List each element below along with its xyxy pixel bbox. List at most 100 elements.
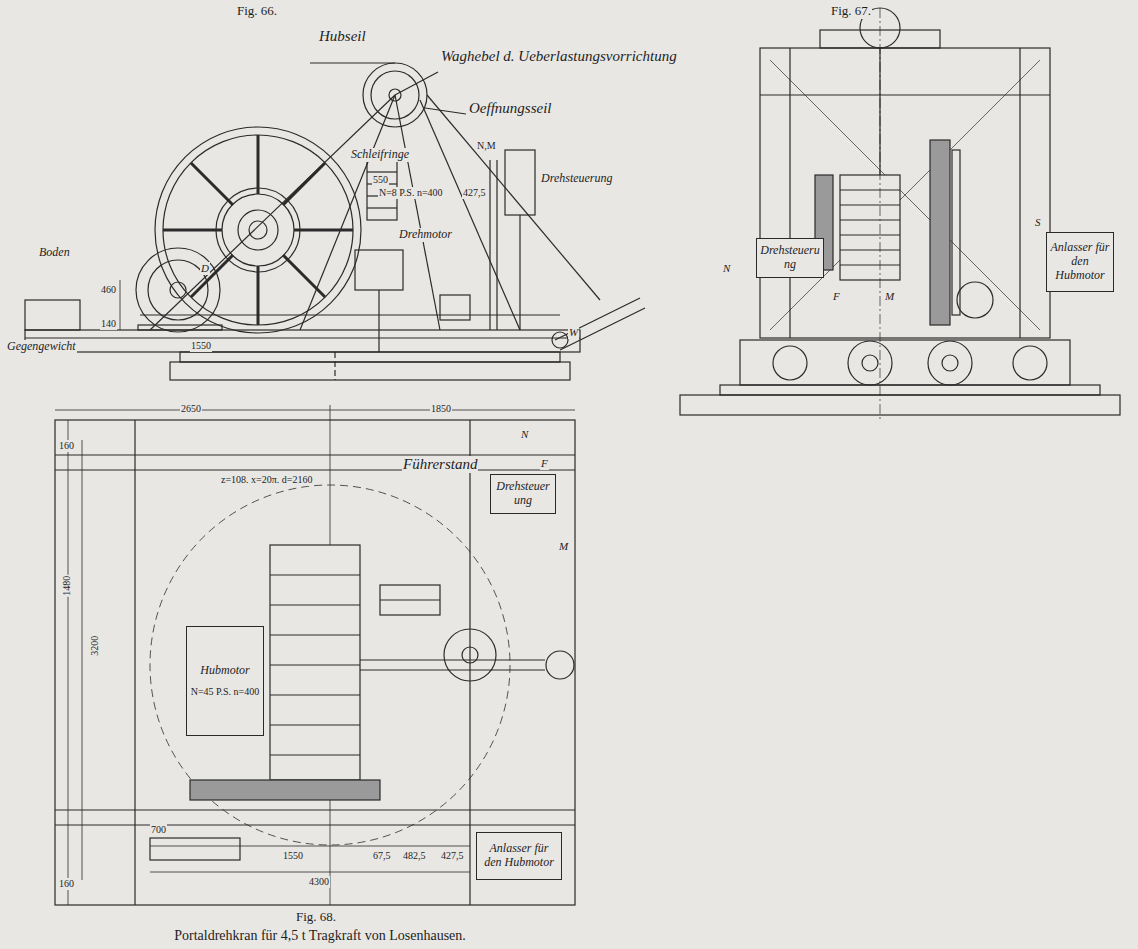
box-title: Anlasser für den Hubmotor [1050, 241, 1110, 282]
drawing-stroke [180, 352, 560, 362]
drawing-label: 67,5 [372, 850, 392, 862]
drawing-label: Führerstand [402, 456, 478, 473]
drawing-stroke [25, 337, 580, 338]
box-rating: N=45 P.S. n=400 [190, 686, 260, 698]
drawing-stroke [249, 221, 267, 239]
figure-caption: Portaldrehkran für 4,5 t Tragkraft von L… [40, 928, 600, 944]
equipment-box: HubmotorN=45 P.S. n=400 [186, 626, 264, 736]
drawing-stroke [760, 48, 1050, 338]
box-title: Hubmotor [190, 664, 260, 678]
drawing-stroke [163, 135, 353, 325]
drawing-stroke [270, 724, 360, 725]
drawing-stroke [552, 332, 568, 348]
drawing-stroke [720, 385, 1100, 395]
drawing-label: 427,5 [462, 187, 487, 199]
drawing-stroke [283, 163, 325, 205]
drawing-stroke [840, 264, 900, 265]
box-title: Drehsteuerung [494, 480, 552, 508]
drawing-stroke [360, 669, 545, 670]
drawing-stroke [840, 249, 900, 250]
drawing-stroke [310, 62, 395, 63]
drawing-stroke [680, 395, 1120, 415]
drawing-stroke [840, 175, 900, 280]
drawing-stroke [367, 171, 397, 172]
drawing-label: Waghebel d. Ueberlastungsvorrichtung [440, 48, 678, 65]
drawing-label: z=108. x=20π. d=2160 [220, 474, 313, 486]
drawing-stroke [760, 94, 1050, 95]
drawing-stroke [270, 545, 360, 780]
drawing-label: S [1034, 216, 1042, 229]
drawing-stroke [270, 664, 360, 665]
drawing-stroke [928, 341, 972, 385]
drawing-stroke [380, 585, 440, 615]
drawing-stroke [519, 215, 520, 330]
drawing-stroke [773, 346, 807, 380]
drawing-label: 427,5 [440, 850, 465, 862]
drawing-stroke [55, 809, 575, 810]
drawing-stroke [840, 204, 900, 205]
drawing-label: M [558, 540, 569, 553]
drawing-stroke [462, 647, 478, 663]
drawing-stroke [190, 780, 380, 800]
drawing-stroke [740, 340, 1070, 385]
drawing-label: Drehmotor [398, 228, 453, 242]
drawing-label: N=8 P.S. n=400 [378, 187, 444, 199]
drawing-label: N [722, 262, 731, 275]
drawing-stroke [140, 314, 560, 315]
drawing-label: W [568, 326, 579, 339]
drawing-stroke [257, 135, 260, 194]
drawing-stroke [170, 362, 570, 380]
drawing-label: 550 [372, 174, 389, 186]
drawing-stroke [770, 60, 1040, 330]
drawing-stroke [68, 420, 69, 905]
drawing-stroke [789, 48, 790, 338]
drawing-label: Hubseil [318, 28, 367, 45]
drawing-stroke [150, 838, 240, 860]
drawing-label: D [200, 262, 210, 275]
drawing-label: 160 [58, 878, 75, 890]
drawing-label: 140 [100, 318, 117, 330]
drawing-stroke [840, 219, 900, 220]
drawing-stroke [440, 295, 470, 320]
drawing-label: Drehsteuerung [540, 172, 614, 186]
drawing-label: 160 [58, 440, 75, 452]
drawing-stroke [334, 352, 335, 380]
drawing-stroke [952, 150, 960, 315]
drawing-stroke [560, 308, 645, 350]
equipment-box: Drehsteuerung [756, 238, 824, 278]
drawing-label: Fig. 68. [295, 910, 337, 925]
plan-view [55, 405, 575, 905]
drawing-label: Fig. 66. [236, 4, 278, 19]
drawing-label: N [520, 428, 529, 441]
drawing-stroke [283, 255, 325, 297]
equipment-box: Anlasser für den Hubmotor [476, 832, 562, 880]
equipment-box: Drehsteuerung [490, 474, 556, 514]
drawing-stroke [848, 341, 892, 385]
drawing-stroke [238, 210, 278, 250]
drawing-label: 1480 [61, 575, 73, 597]
drawing-stroke [770, 60, 1040, 330]
drawing-label: 2650 [180, 403, 202, 415]
drawing-stroke [862, 355, 878, 371]
equipment-box: Anlasser für den Hubmotor [1046, 232, 1114, 292]
drawing-stroke [555, 298, 640, 340]
drawing-stroke [957, 282, 993, 318]
drawing-label: Oeffnungsseil [468, 100, 553, 117]
drawing-stroke [55, 410, 575, 411]
drawing-label: Boden [38, 246, 71, 260]
drawing-stroke [257, 266, 260, 325]
drawing-label: 3200 [89, 635, 101, 657]
drawing-stroke [380, 599, 440, 600]
drawing-stroke [191, 255, 233, 297]
drawing-label: Fig. 67. [830, 4, 872, 19]
drawing-stroke [427, 95, 600, 300]
drawing-stroke [25, 330, 580, 352]
drawing-stroke [270, 604, 360, 605]
drawing-stroke [1013, 346, 1047, 380]
drawing-stroke [1019, 48, 1020, 338]
drawing-stroke [300, 95, 395, 330]
drawing-stroke [294, 229, 353, 232]
drawing-stroke [546, 651, 574, 679]
